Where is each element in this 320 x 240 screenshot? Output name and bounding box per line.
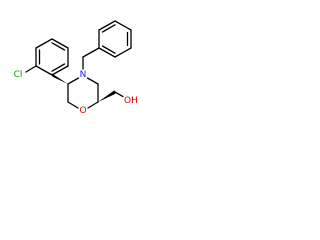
double-bond-inner [51, 42, 66, 51]
double-bond-inner [101, 24, 116, 33]
hydroxyl-group-label: OH [124, 96, 138, 106]
bond-c6-o [67, 101, 79, 109]
bond [51, 65, 69, 76]
benzyl-phenyl-ring [98, 20, 132, 58]
bond [98, 47, 116, 58]
stereo-wedge-c2-ch2 [98, 90, 116, 102]
morpholine-ring [67, 77, 99, 109]
chlorophenyl-ring [35, 38, 69, 76]
bond [98, 20, 116, 31]
bond-ch2-oh [114, 91, 124, 98]
bond-c-cl [25, 65, 37, 73]
bond-o-c2 [87, 101, 99, 109]
molecule-structure: N O Cl OH [14, 20, 138, 116]
chlorine-atom-label: Cl [14, 70, 23, 80]
nitrogen-atom-label: N [80, 70, 87, 80]
double-bond-inner [101, 45, 116, 54]
bond-n-c5 [67, 77, 80, 85]
bond-phenyl-ch2 [82, 47, 100, 58]
bond [114, 20, 132, 31]
stereo-wedge-c5-aryl [51, 73, 68, 84]
bond [35, 65, 53, 76]
bond [51, 38, 69, 49]
bond [35, 38, 53, 49]
ring-oxygen-atom-label: O [79, 106, 86, 116]
bond-c3-n [86, 77, 99, 85]
double-bond-inner [51, 63, 66, 72]
bond [114, 47, 132, 58]
